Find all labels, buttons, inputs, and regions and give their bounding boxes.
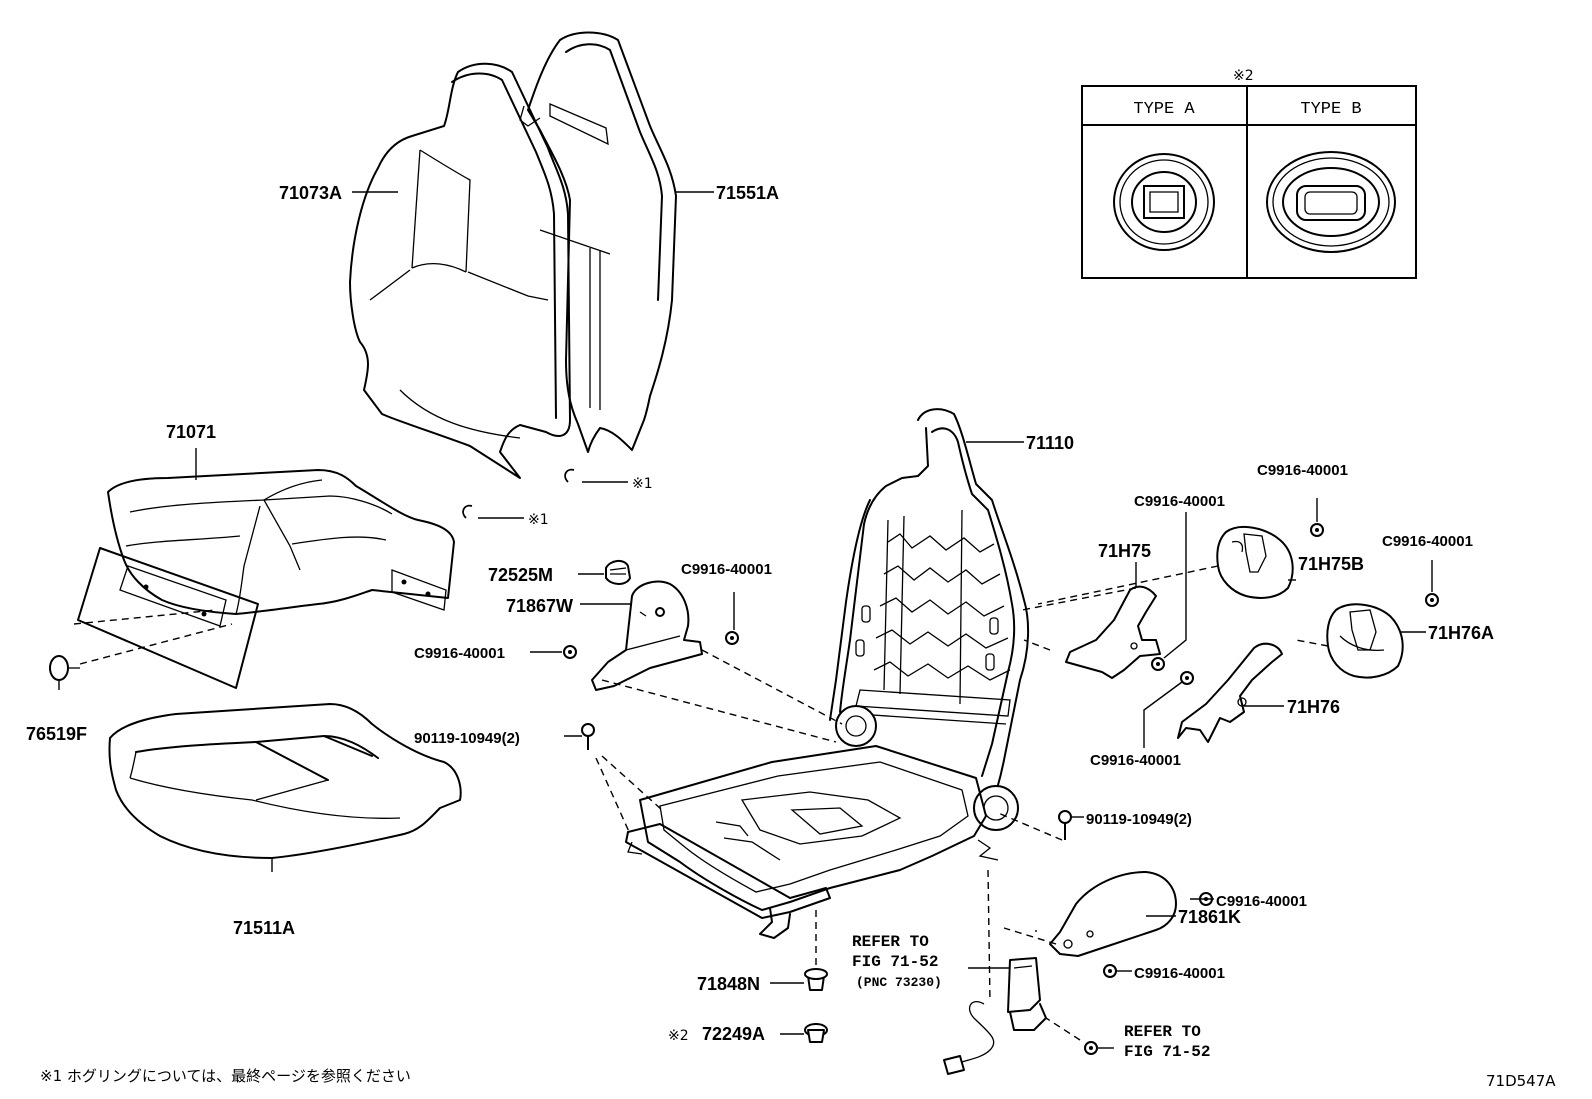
label-c9916-g: C9916-40001 [1216,893,1307,910]
bolt-ref-line1: REFER TO [1124,1023,1201,1041]
label-c9916-f: C9916-40001 [1090,752,1181,769]
label-71071: 71071 [166,422,216,442]
type-b-header: TYPE B [1300,100,1361,119]
cover-71h75-drawing [1065,585,1161,679]
label-72525m: 72525M [488,565,553,585]
seatback-pad-drawing [519,31,677,453]
label-71h75: 71H75 [1098,541,1151,561]
hog-ring-mark-b: ※1 [528,512,549,528]
label-c9916-a: C9916-40001 [681,561,772,578]
figure-id: 71D547A [1486,1072,1556,1090]
cover-71h75b-drawing [1216,525,1294,599]
cover-71867w-drawing [591,580,703,691]
buckle-ref-line2: FIG 71-52 [852,953,938,971]
label-76519f: 76519F [26,724,87,744]
bolt-symbols [563,523,1439,1055]
fastener-71848n-drawing [804,910,828,991]
label-71867w: 71867W [506,596,573,616]
label-71511a: 71511A [233,918,295,938]
buckle-ref-line3: (PNC 73230) [856,975,942,990]
seat-frame-drawing [625,408,1030,939]
cover-71861k-drawing [1049,871,1177,957]
label-c9916-h: C9916-40001 [1134,965,1225,982]
type-a-header: TYPE A [1133,100,1195,119]
label-71848n: 71848N [697,974,760,994]
label-c9916-b: C9916-40001 [414,645,505,662]
buckle-ref-line1: REFER TO [852,933,929,951]
label-71h75b: 71H75B [1298,554,1364,574]
buckle-drawing [943,957,1047,1075]
label-71110: 71110 [1026,433,1074,453]
cover-71h76a-drawing [1326,603,1404,679]
leader-lines [58,191,1433,1049]
refer-notes: REFER TO FIG 71-52 (PNC 73230) REFER TO … [852,933,1210,1061]
bolt-ref-line2: FIG 71-52 [1124,1043,1210,1061]
label-71861k: 71861K [1178,907,1241,927]
label-71h76: 71H76 [1287,697,1340,717]
hog-ring-mark-a: ※1 [632,476,653,492]
label-71h76a: 71H76A [1428,623,1494,643]
cover-71h76-drawing [1177,642,1283,743]
cushion-cover-drawing [77,469,455,689]
label-90119-a: 90119-10949(2) [414,730,520,747]
seatback-cover-drawing [349,62,571,479]
label-71073a: 71073A [279,183,342,203]
type-table-note-mark: ※2 [1233,68,1254,84]
hog-ring-markers [462,468,575,519]
label-90119-b: 90119-10949(2) [1086,811,1192,828]
type-b-grommet [1266,151,1396,253]
hog-ring-footnote: ※1 ホグリングについては、最終ページを参照ください [40,1067,411,1085]
label-72249a-mark: ※2 [668,1028,689,1044]
label-c9916-e: C9916-40001 [1382,533,1473,550]
clip-72525m-drawing [605,560,631,585]
label-c9916-c: C9916-40001 [1257,462,1348,479]
grommet-72249a-drawing [804,1023,828,1043]
type-a-grommet [1113,153,1215,251]
label-72249a: 72249A [702,1024,765,1044]
cushion-pad-drawing [108,703,462,859]
label-71551a: 71551A [716,183,779,203]
label-c9916-d: C9916-40001 [1134,493,1225,510]
part-labels: 71073A 71551A 71071 71511A 76519F 71110 … [26,183,1494,1044]
type-table: ※2 TYPE A TYPE B [1081,68,1417,279]
